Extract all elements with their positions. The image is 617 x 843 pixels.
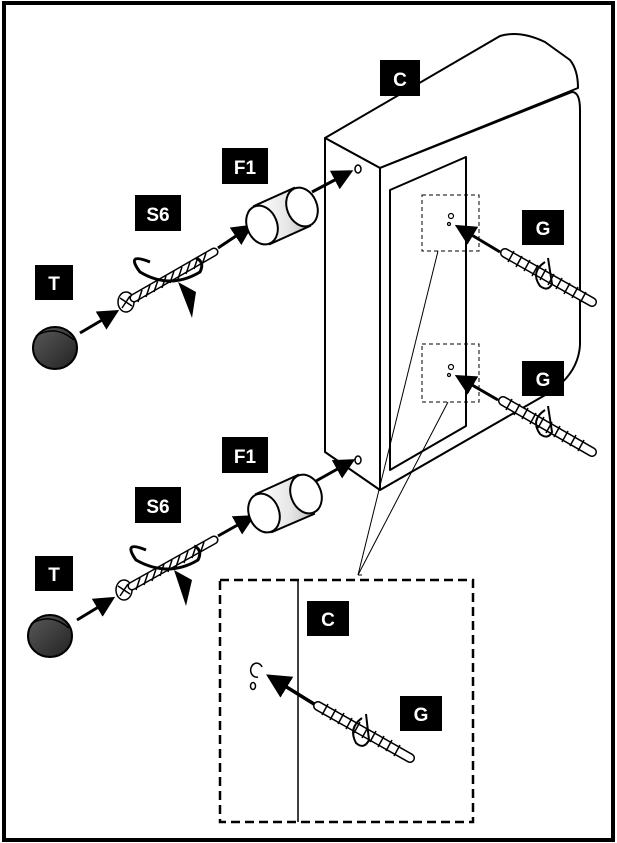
callout-lines [357,250,449,576]
label-bolt-upper-text: G [536,219,551,240]
bolt-lower [498,396,597,457]
arrow-cap-upper [79,309,120,335]
arrow-detail-bolt [266,674,315,706]
label-cap-lower-text: T [48,565,60,586]
arrow-bolt-upper [454,224,501,254]
cap-upper [32,326,78,370]
fitting-upper [245,186,319,246]
detail-hole-marks [446,212,455,378]
detail-box-lower [421,343,480,403]
label-bolt-lower-text: G [536,370,551,391]
rotation-arrow-bolt-upper [535,257,554,290]
label-bolt-upper: G [522,210,564,245]
fitting-lower [247,473,323,534]
rotation-arrow-detail-bolt [352,713,371,747]
label-detail-bolt: G [400,696,442,731]
rotation-arrow-screw-upper [132,256,204,283]
arrow-screw-lower [217,515,256,538]
label-fitting-lower-text: F1 [234,447,257,468]
detail-box-upper [421,194,480,252]
label-detail-cabinet: C [307,601,349,636]
label-fitting-upper-text: F1 [234,158,257,179]
detail-hole [249,662,263,691]
cabinet-top-face [324,33,579,169]
label-cabinet-top: C [380,60,420,96]
label-cabinet-top-text: C [393,70,407,91]
rotation-arrow-screw-lower [129,544,202,571]
arrow-bolt-lower [454,374,499,402]
cabinet-hole-lower [354,455,362,465]
arrow-cap-lower [76,596,116,622]
arrow-fitting-upper [311,170,354,194]
cabinet-recess-panel [389,156,467,471]
arrow-fitting-lower [315,459,356,483]
label-screw-lower: S6 [135,487,181,523]
label-fitting-lower: F1 [222,437,268,473]
cap-lower [27,614,73,658]
rotation-arrowhead-screw-upper [178,282,196,318]
label-detail-cabinet-text: C [321,610,335,631]
screw-lower [115,535,219,601]
label-bolt-lower: G [522,361,564,396]
detail-bolt [313,701,415,763]
label-cap-upper-text: T [48,274,60,295]
label-cap-upper: T [35,265,73,300]
label-cap-lower: T [35,556,73,591]
label-detail-bolt-text: G [414,705,429,726]
cabinet-hole-upper [354,164,362,174]
rotation-arrow-bolt-lower [535,405,554,438]
label-screw-upper: S6 [135,195,181,231]
arrow-screw-upper [217,224,253,250]
label-screw-upper-text: S6 [146,205,169,226]
rotation-arrowhead-screw-lower [174,570,192,606]
label-screw-lower-text: S6 [146,497,169,518]
label-fitting-upper: F1 [222,148,268,184]
cabinet-front-face [324,137,381,491]
